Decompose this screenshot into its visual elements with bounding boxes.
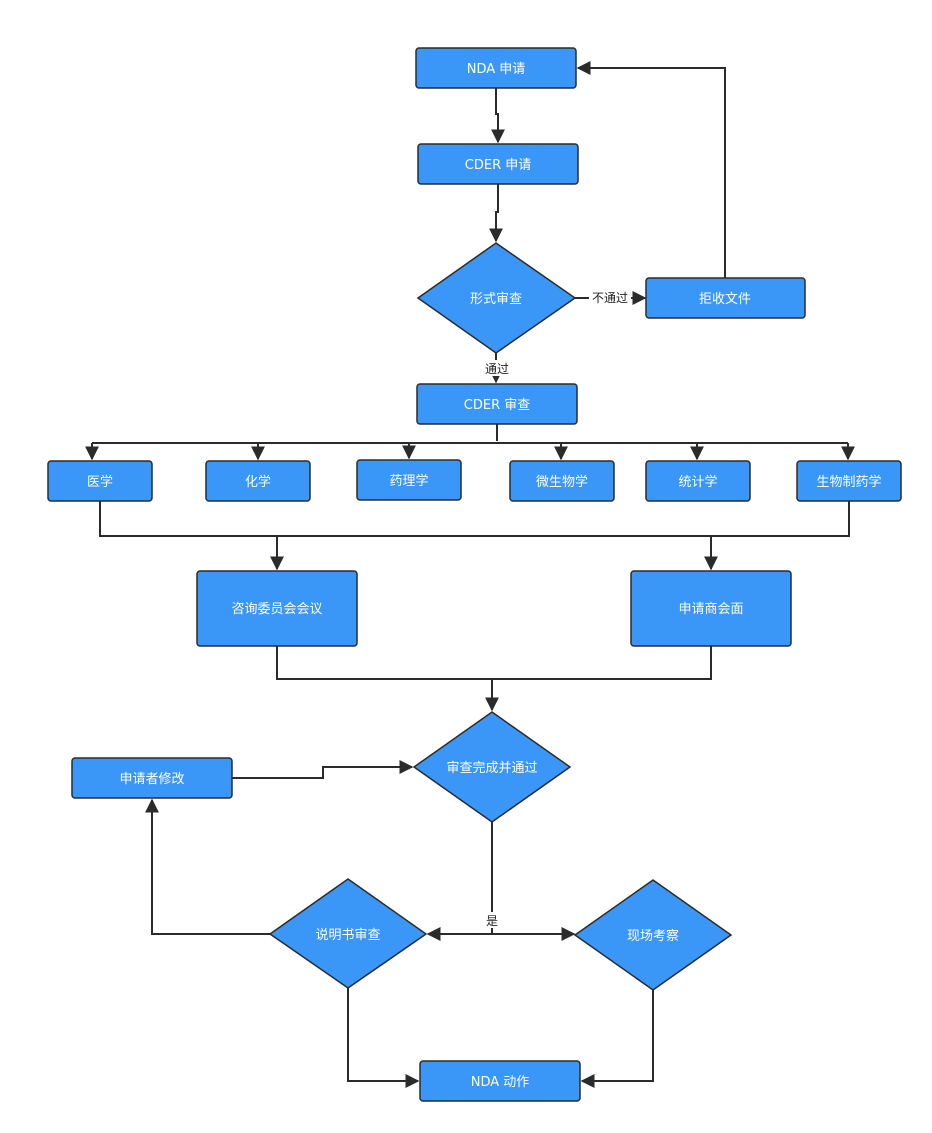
- nodes: NDA 申请 CDER 申请 形式审查 拒收文件 CDER 审查 医学: [47, 47, 902, 1102]
- node-nda-apply-label: NDA 申请: [467, 62, 526, 77]
- edge-label-review-to-action: [347, 988, 420, 1088]
- node-chemistry-label: 化学: [245, 474, 271, 490]
- node-review-pass: 审查完成并通过: [412, 711, 572, 823]
- node-advisory: 咨询委员会会议: [196, 570, 358, 647]
- node-review-pass-label: 审查完成并通过: [446, 761, 537, 776]
- node-label-review-label: 说明书审查: [315, 928, 380, 943]
- node-microbiology-label: 微生物学: [536, 474, 588, 490]
- label-pass: 通过: [485, 362, 509, 376]
- node-microbiology: 微生物学: [509, 460, 615, 502]
- edge-label-review-to-modify: [145, 798, 270, 935]
- edge-medicine-down: [99, 501, 850, 537]
- node-statistics-label: 统计学: [678, 474, 717, 490]
- edge-reject-to-nda: [576, 61, 726, 278]
- label-yes: 是: [486, 914, 498, 928]
- node-pharmacology: 药理学: [356, 459, 462, 501]
- edge-site-inspection-to-action: [580, 990, 654, 1088]
- node-cder-apply-label: CDER 申请: [465, 158, 531, 173]
- edges: [85, 61, 855, 1088]
- node-format-review: 形式审查: [416, 242, 577, 354]
- node-cder-apply: CDER 申请: [417, 143, 579, 185]
- edge-cder-apply-to-format-review: [489, 184, 503, 243]
- node-reject: 拒收文件: [645, 277, 806, 319]
- edge-nda-to-cder-apply: [491, 88, 505, 144]
- node-format-review-label: 形式审查: [470, 292, 522, 307]
- node-site-inspection: 现场考察: [573, 879, 733, 991]
- edge-meetings-join: [276, 646, 712, 680]
- node-reject-label: 拒收文件: [699, 292, 751, 307]
- node-advisory-label: 咨询委员会会议: [231, 602, 322, 617]
- node-applicant-modify-label: 申请者修改: [119, 772, 184, 787]
- node-medicine: 医学: [47, 460, 153, 502]
- node-nda-apply: NDA 申请: [415, 47, 577, 89]
- node-cder-review-label: CDER 审查: [464, 398, 530, 413]
- node-site-inspection-label: 现场考察: [627, 929, 679, 944]
- node-sponsor-meeting: 申请商会面: [630, 570, 792, 647]
- node-applicant-modify: 申请者修改: [71, 757, 233, 799]
- node-medicine-label: 医学: [87, 474, 113, 490]
- node-label-review: 说明书审查: [268, 878, 428, 989]
- node-pharmacology-label: 药理学: [389, 473, 428, 489]
- edge-modify-to-review-pass: [232, 760, 414, 779]
- node-biopharma-label: 生物制药学: [816, 474, 881, 490]
- node-biopharma: 生物制药学: [796, 460, 902, 502]
- node-nda-action-label: NDA 动作: [471, 1075, 530, 1090]
- node-sponsor-meeting-label: 申请商会面: [678, 602, 743, 617]
- node-statistics: 统计学: [645, 460, 751, 502]
- label-not-pass: 不通过: [592, 291, 628, 305]
- node-chemistry: 化学: [205, 460, 311, 502]
- edge-labels: 不通过 通过 是: [480, 289, 631, 928]
- node-nda-action: NDA 动作: [419, 1060, 581, 1102]
- node-cder-review: CDER 审查: [416, 383, 578, 425]
